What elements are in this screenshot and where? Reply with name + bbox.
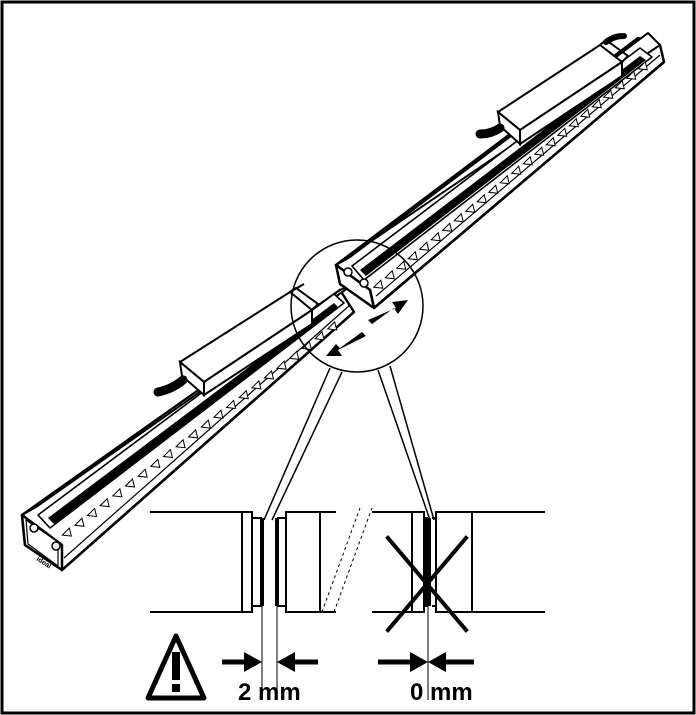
led-mark <box>225 399 237 410</box>
led-mark <box>579 108 591 118</box>
led-mark <box>73 517 85 527</box>
led-mark <box>487 184 499 194</box>
cable-right-top <box>603 33 627 45</box>
led-mark <box>174 438 186 449</box>
detail-circle <box>290 239 424 373</box>
led-mark <box>407 250 418 261</box>
led-mark <box>238 389 249 400</box>
led-mark <box>99 497 110 508</box>
led-mark <box>476 193 487 204</box>
cross-out-icon <box>385 535 469 633</box>
detail-profiles <box>150 507 545 613</box>
led-mark <box>395 260 407 270</box>
led-mark <box>372 279 384 289</box>
led-mark <box>499 174 510 185</box>
cable-left <box>153 375 188 397</box>
led-row-right <box>372 60 648 289</box>
led-mark <box>384 269 395 280</box>
driver-box-right <box>496 38 630 147</box>
led-mark <box>276 360 287 370</box>
led-mark <box>453 212 464 223</box>
led-mark <box>162 448 174 459</box>
led-mark <box>637 60 648 71</box>
callout-lines <box>263 365 435 521</box>
led-mark <box>556 127 568 137</box>
led-mark <box>288 350 300 360</box>
cable-right <box>475 123 505 139</box>
led-mark <box>510 165 522 175</box>
led-mark <box>111 487 123 498</box>
dimension-leaders <box>261 606 429 700</box>
led-mark <box>200 419 211 429</box>
led-mark <box>124 478 136 488</box>
led-mark <box>591 98 602 109</box>
led-mark <box>86 507 98 518</box>
led-mark <box>568 117 579 128</box>
led-mark <box>533 146 545 156</box>
gap-label-0mm: 0 mm <box>410 679 473 706</box>
arrow-icon <box>378 652 474 672</box>
led-mark <box>625 70 637 80</box>
led-mark <box>212 409 224 419</box>
led-mark <box>250 379 262 390</box>
led-mark <box>441 222 453 232</box>
arrow-icon <box>222 652 318 672</box>
led-mark <box>137 468 148 478</box>
led-mark <box>545 136 556 147</box>
warning-triangle-icon <box>145 633 207 701</box>
led-mark <box>187 428 199 439</box>
led-mark <box>263 370 275 380</box>
led-mark <box>602 89 614 99</box>
led-mark <box>418 241 430 251</box>
push-together-arrows <box>326 300 408 356</box>
led-mark <box>430 231 441 242</box>
led-mark <box>614 79 625 90</box>
led-mark <box>149 458 161 468</box>
driver-box-left <box>178 283 320 398</box>
gap-label-2mm: 2 mm <box>238 679 301 706</box>
led-mark <box>61 527 72 537</box>
led-mark <box>326 320 338 331</box>
led-mark <box>522 155 533 166</box>
led-mark <box>464 203 476 213</box>
led-row-left <box>61 320 338 537</box>
led-mark <box>313 330 325 341</box>
